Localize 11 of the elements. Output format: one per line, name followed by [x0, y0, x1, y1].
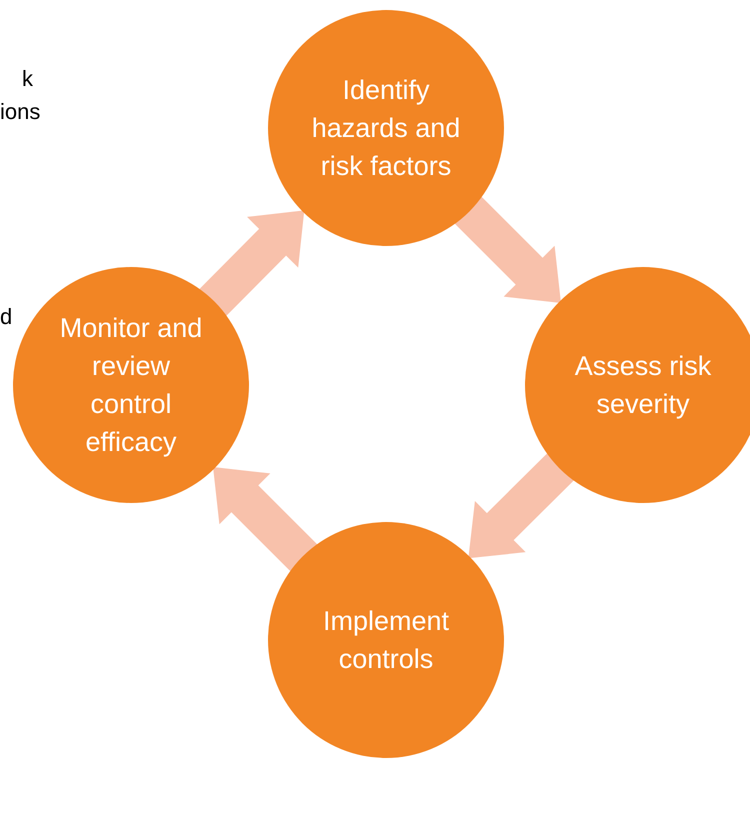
text-fragment: ions	[0, 98, 40, 126]
block-arrow	[213, 467, 318, 572]
step-text: Identify hazards and risk factors	[310, 74, 462, 183]
step-text: Assess risk severity	[574, 350, 712, 421]
block-arrow	[454, 196, 561, 303]
text-fragment: d	[0, 303, 12, 331]
block-arrow	[199, 210, 304, 316]
step-text: Monitor and review control efficacy	[58, 312, 204, 459]
step-text: Implement controls	[322, 605, 450, 676]
block-arrow	[468, 453, 574, 558]
text-fragment: k	[22, 65, 33, 93]
